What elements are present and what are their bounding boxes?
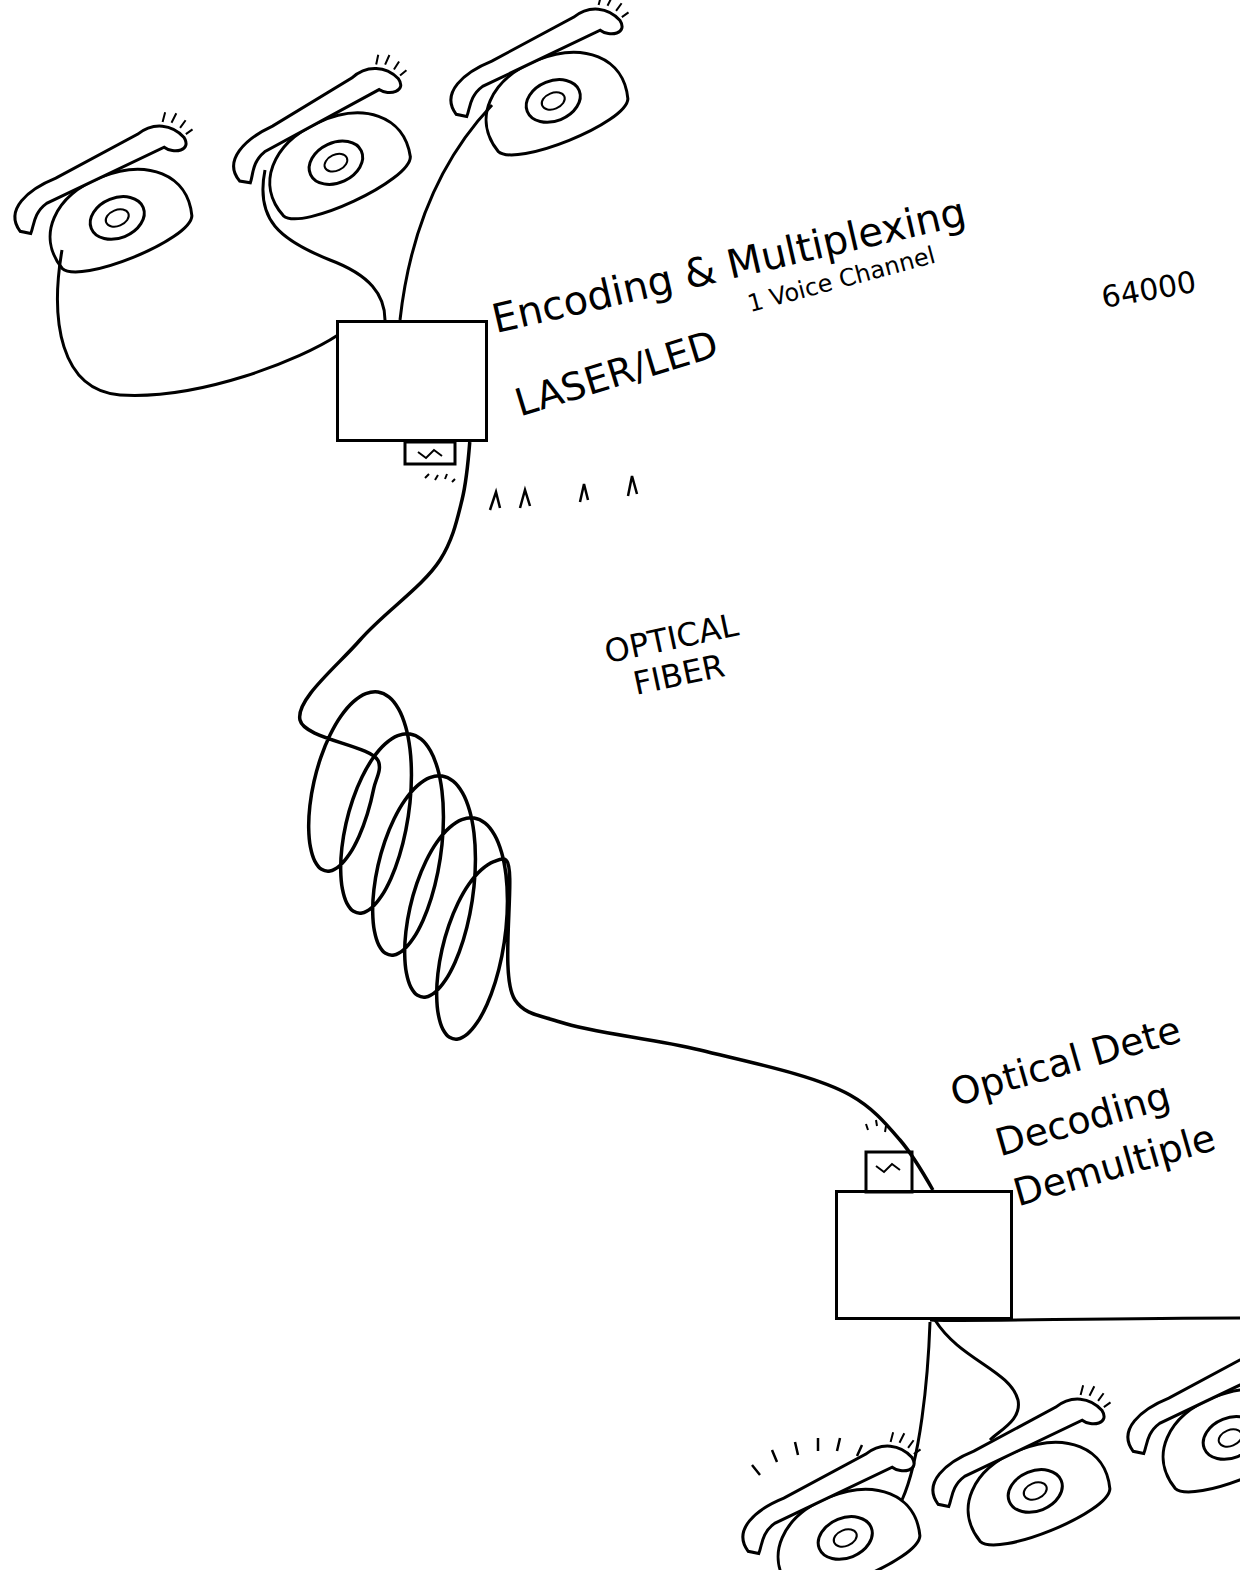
optical-detector [866,1152,912,1192]
phone-wire [58,250,338,395]
emitter-mark [418,450,442,458]
note-label: 64000 [1099,264,1199,316]
light-pulses [490,476,637,510]
laser-emitter [405,442,455,464]
telephone-icon [1111,1325,1240,1513]
edge-label: OPTICAL FIBER [570,600,781,714]
phone-wire [263,170,385,320]
telephone-icon [434,0,664,176]
ringing-marks [752,1438,862,1475]
light-rays [866,1120,886,1132]
process-box: Encoding & MultiplexingLASER/LED [336,320,488,442]
telephone-icon [916,1378,1146,1566]
phone-wire [902,1322,930,1500]
phone-wire [935,1320,1018,1440]
node-text: LASER/LED [510,322,724,427]
telephone-icon [726,1425,956,1570]
optical-fiber [300,442,933,1190]
telephone-icon [0,105,229,293]
process-box: Optical DeteDecodingDemultiple [835,1190,1013,1320]
phone-wire [400,105,492,320]
light-rays [425,474,455,482]
telephone-icon [215,47,447,242]
detector-mark [876,1164,900,1172]
